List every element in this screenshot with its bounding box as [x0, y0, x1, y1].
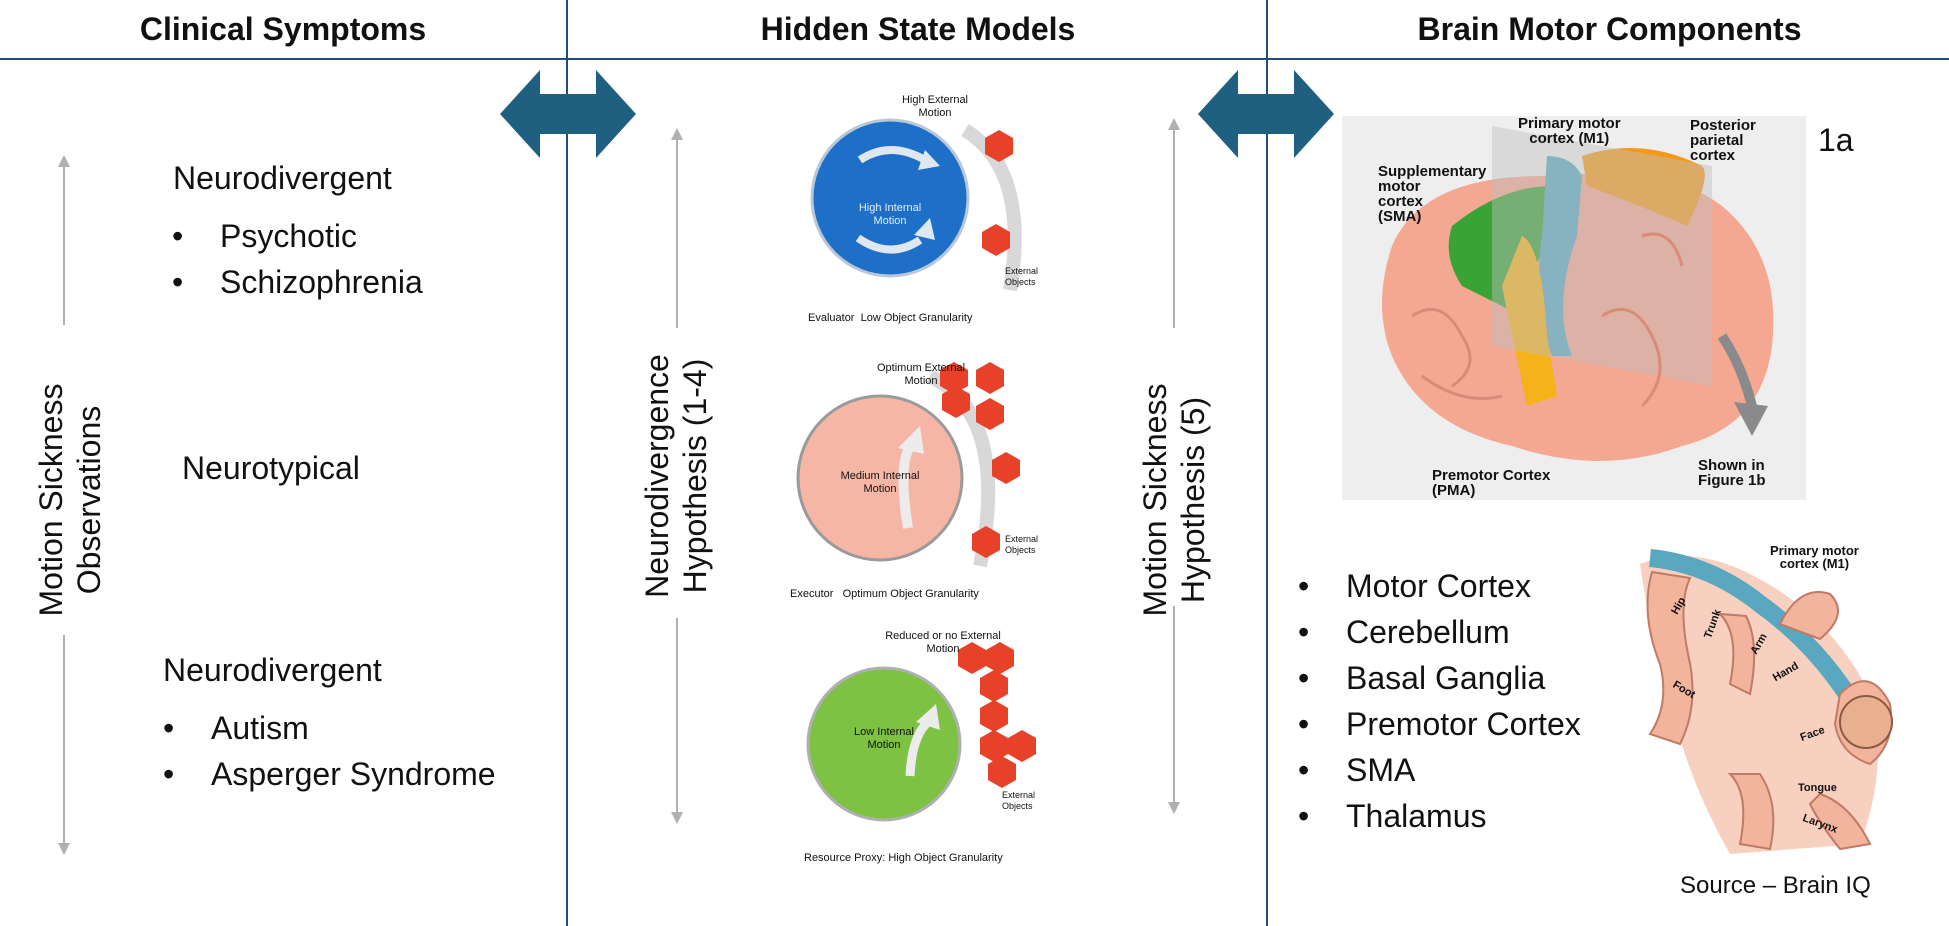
header-divider [0, 58, 1949, 60]
header-hidden-state-models: Hidden State Models [760, 11, 1076, 47]
neurodivergence-axis-arrow [671, 128, 683, 824]
homunculus-label-tongue: Tongue [1798, 782, 1837, 794]
motion-sickness-axis-arrow [58, 155, 70, 855]
top-group-title: Neurodivergent [173, 160, 392, 196]
list-item: •Thalamus [1298, 798, 1487, 834]
column-divider-left [566, 0, 568, 926]
side-label-line-2: Observations [71, 405, 107, 595]
list-item: •Psychotic [172, 218, 357, 254]
source-credit: Source – Brain IQ [1680, 872, 1871, 899]
motion-sickness-observations-label: Motion Sickness Observations [32, 370, 108, 630]
left-label-line-2: Hypothesis (1-4) [677, 358, 713, 594]
list-item: •Autism [163, 710, 309, 746]
neurotypical-label: Neurotypical [182, 450, 360, 486]
double-arrow-icon-right [1198, 70, 1334, 158]
neurodivergence-hypothesis-label: Neurodivergence Hypothesis (1-4) [638, 346, 714, 606]
list-item: •Schizophrenia [172, 264, 423, 300]
list-item: •SMA [1298, 752, 1416, 788]
list-item: •Basal Ganglia [1298, 660, 1546, 696]
header-clinical-symptoms: Clinical Symptoms [139, 11, 427, 47]
pma-label: Premotor Cortex(PMA) [1432, 467, 1551, 499]
motion-sickness-hypothesis-label: Motion Sickness Hypothesis (5) [1136, 370, 1212, 630]
model-caption: Resource Proxy: High Object Granularity [804, 852, 1003, 864]
double-arrow-icon-left [500, 70, 636, 158]
list-item: •Motor Cortex [1298, 568, 1531, 604]
header-brain-motor-components: Brain Motor Components [1417, 11, 1802, 47]
column-divider-right [1266, 0, 1268, 926]
model-caption: Executor Optimum Object Granularity [790, 588, 979, 600]
list-item: •Premotor Cortex [1298, 706, 1581, 742]
right-label-line-1: Motion Sickness [1137, 383, 1173, 617]
left-label-line-1: Neurodivergence [639, 354, 675, 598]
low-internal-motion-circle [806, 666, 962, 822]
right-label-line-2: Hypothesis (5) [1175, 396, 1211, 604]
list-item: •Asperger Syndrome [163, 756, 496, 792]
motion-sickness-hypothesis-axis-arrow [1168, 118, 1180, 814]
side-label-line-1: Motion Sickness [33, 383, 69, 617]
bottom-group-title: Neurodivergent [163, 652, 382, 688]
figure-label-1a: 1a [1818, 122, 1854, 158]
model-caption: Evaluator Low Object Granularity [808, 312, 973, 324]
list-item: •Cerebellum [1298, 614, 1510, 650]
